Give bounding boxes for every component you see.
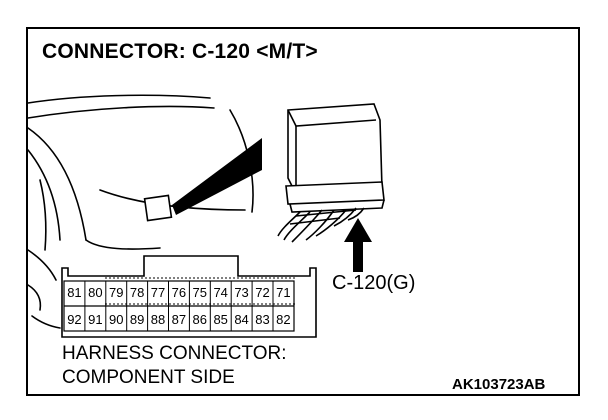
pin-label: 88 (150, 312, 166, 327)
pin-label: 81 (67, 285, 82, 300)
connector-callout: C-120(G) (332, 272, 416, 294)
pin-label: 79 (108, 285, 124, 300)
harness-label-line2: COMPONENT SIDE (62, 367, 235, 388)
pin-label: 87 (171, 312, 187, 327)
control-unit-illustration (277, 103, 385, 243)
dashboard-illustration (27, 94, 254, 329)
page-title: CONNECTOR: C-120 <M/T> (42, 40, 318, 63)
connector-face-illustration (61, 255, 317, 338)
pin-row-top: 81 80 79 78 77 76 75 74 73 72 71 (64, 283, 294, 303)
pin-label: 78 (129, 285, 145, 300)
pin-label: 75 (192, 285, 208, 300)
pin-label: 73 (234, 285, 249, 300)
up-arrow-icon (344, 218, 372, 272)
pin-label: 91 (88, 312, 103, 327)
leader-wedge (172, 138, 262, 215)
pin-label: 89 (129, 312, 145, 327)
pin-label: 72 (255, 285, 270, 300)
pin-label: 76 (171, 285, 187, 300)
pin-label: 80 (88, 285, 103, 300)
pin-label: 74 (213, 285, 228, 300)
pin-label: 85 (213, 312, 228, 327)
pin-label: 92 (67, 312, 82, 327)
harness-label-line1: HARNESS CONNECTOR: (62, 343, 287, 364)
figure-code: AK103723AB (452, 376, 546, 393)
pin-label: 71 (276, 285, 291, 300)
diagram-border (26, 27, 580, 396)
pin-row-bottom: 92 91 90 89 88 87 86 85 84 83 82 (64, 310, 294, 330)
pin-label: 84 (234, 312, 249, 327)
pin-label: 86 (192, 312, 208, 327)
pin-label: 82 (276, 312, 291, 327)
pin-label: 77 (150, 285, 166, 300)
pin-label: 83 (255, 312, 270, 327)
pin-label: 90 (108, 312, 124, 327)
